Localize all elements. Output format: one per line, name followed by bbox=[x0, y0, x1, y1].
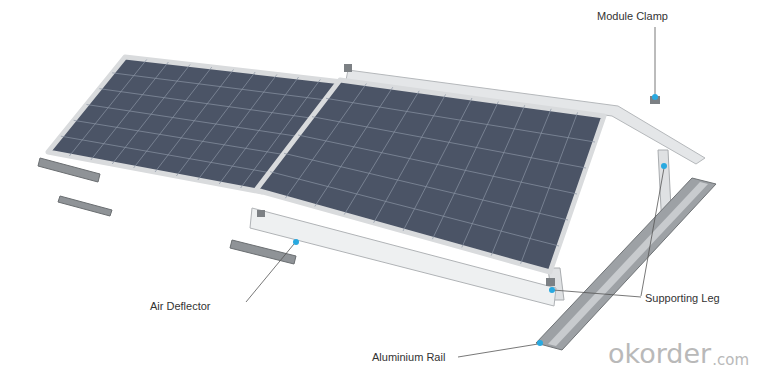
module-clamp bbox=[257, 210, 265, 217]
leader-dot bbox=[652, 94, 658, 100]
cell-line bbox=[326, 98, 595, 142]
cell-line bbox=[87, 105, 303, 138]
front-rail bbox=[230, 240, 296, 264]
leader-line bbox=[458, 344, 538, 357]
cell-line bbox=[284, 153, 568, 220]
solar-panels bbox=[48, 57, 604, 272]
cell-line bbox=[61, 136, 276, 174]
leader-line bbox=[655, 27, 656, 96]
part-label: Air Deflector bbox=[150, 300, 211, 313]
cell-line bbox=[74, 120, 289, 155]
watermark: okorder bbox=[608, 338, 711, 370]
panel-surface bbox=[256, 80, 604, 272]
leader-dot bbox=[293, 239, 299, 245]
solar-panel bbox=[256, 80, 604, 272]
leader-dot bbox=[661, 163, 667, 169]
cell-line bbox=[270, 172, 559, 246]
module-clamp bbox=[546, 278, 555, 286]
cell-line bbox=[298, 135, 577, 194]
leader-dot bbox=[549, 287, 555, 293]
cell-line bbox=[99, 89, 315, 119]
cell-line bbox=[312, 117, 586, 168]
cell-line bbox=[112, 73, 329, 101]
watermark: .com bbox=[712, 351, 749, 369]
leader-line bbox=[641, 168, 664, 296]
part-label: Aluminium Rail bbox=[372, 351, 445, 364]
leader-lines bbox=[246, 27, 664, 357]
part-label: Supporting Leg bbox=[645, 292, 720, 305]
module-clamp bbox=[344, 64, 352, 72]
leader-line bbox=[246, 244, 294, 302]
leader-dot bbox=[537, 340, 543, 346]
part-label: Module Clamp bbox=[597, 10, 668, 23]
front-rail bbox=[58, 196, 112, 216]
leader-dots bbox=[293, 94, 667, 346]
leader-line bbox=[553, 290, 641, 297]
